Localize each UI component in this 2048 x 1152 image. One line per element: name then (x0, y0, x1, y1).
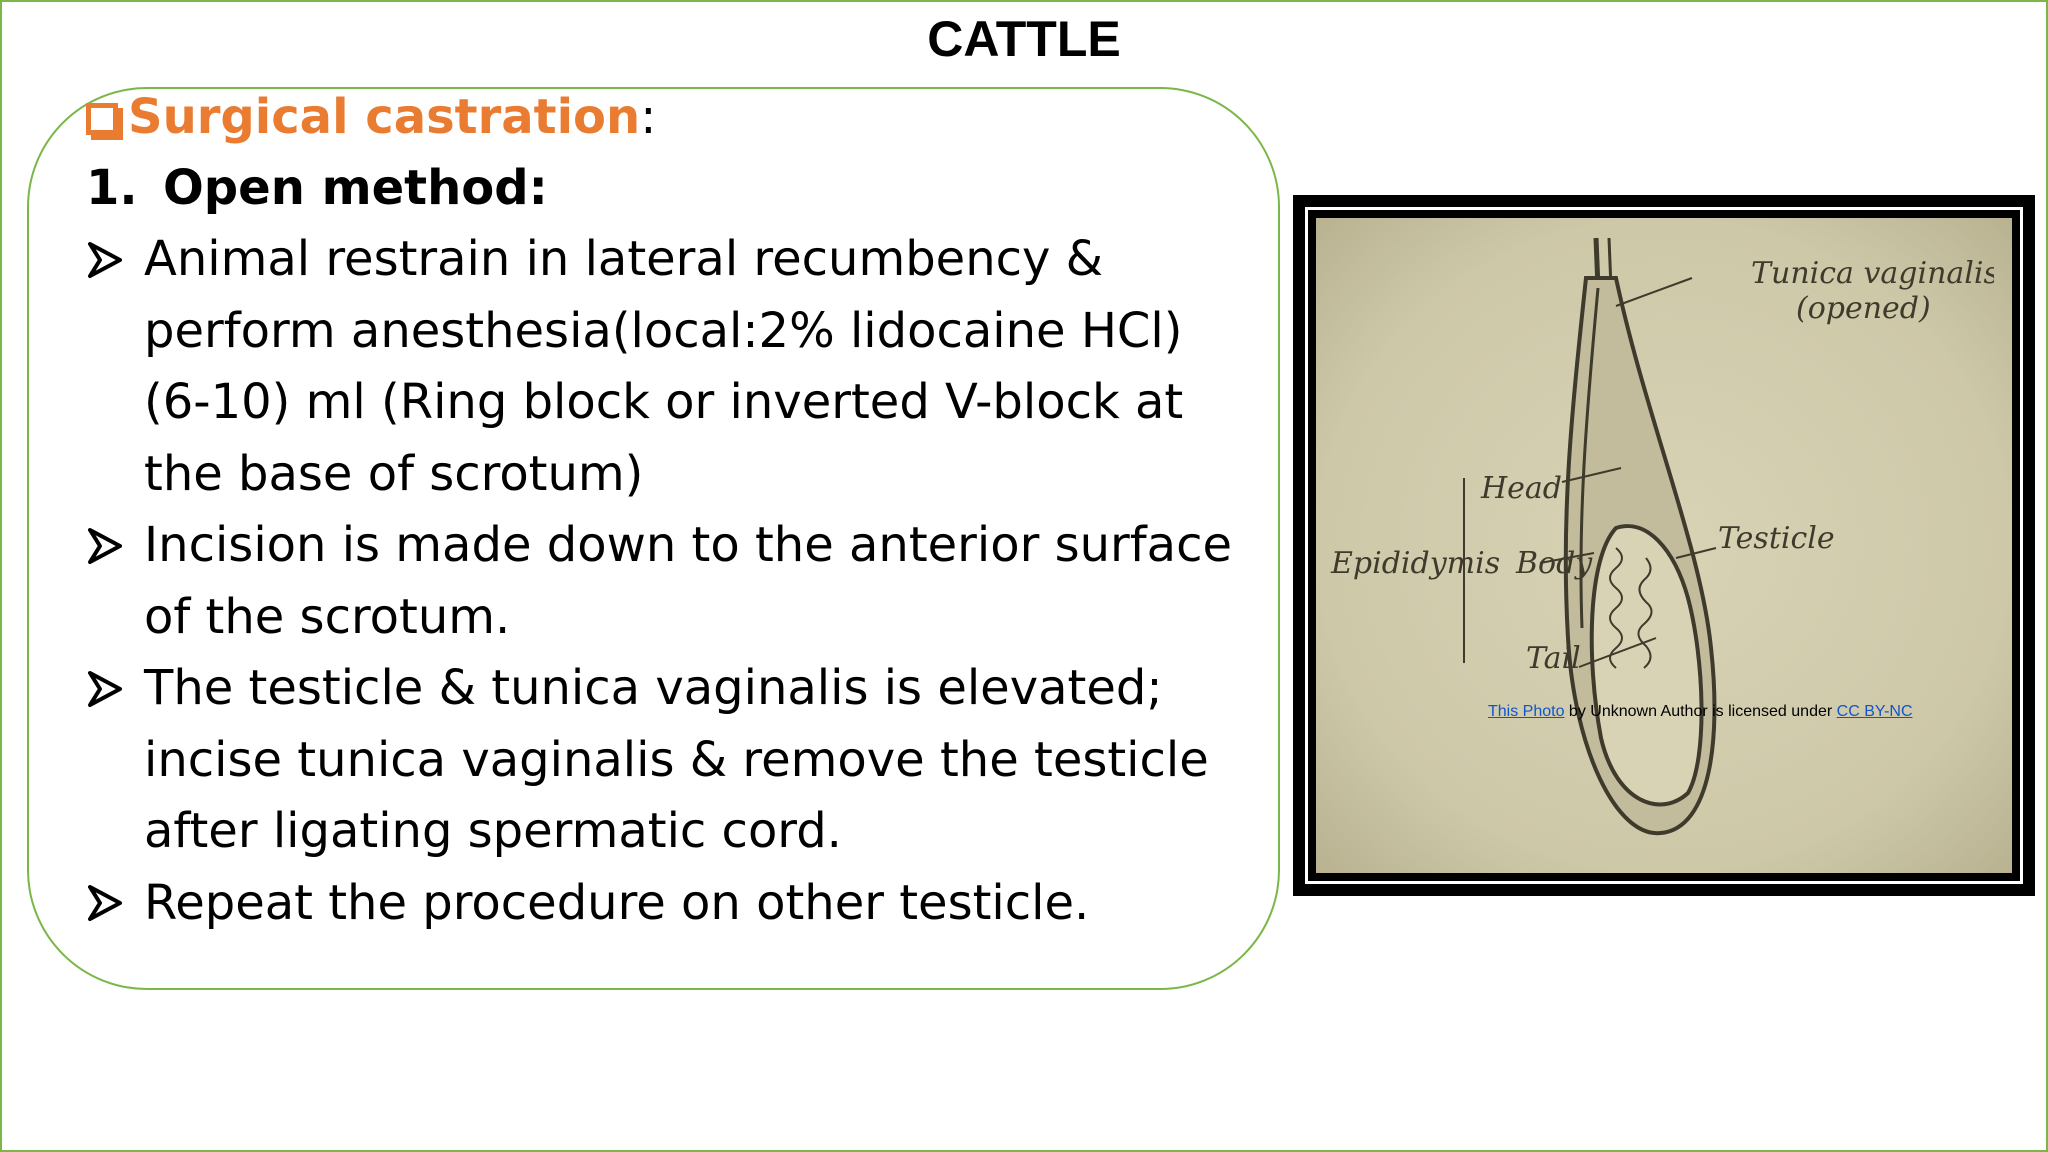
bullet-item: Animal restrain in lateral recumbency & … (86, 224, 1246, 510)
method-label: Open method: (163, 160, 548, 216)
leader-tail (1578, 637, 1657, 668)
arrow-bullet-icon (86, 868, 126, 939)
license-link[interactable]: CC BY-NC (1836, 703, 1913, 720)
label-epididymis: Epididymis (1330, 546, 1500, 581)
label-body: Body (1515, 546, 1593, 581)
testicle-diagram-frame: Tunica vaginalis (opened) Head Epididymi… (1293, 195, 2035, 896)
photo-inner-border: Tunica vaginalis (opened) Head Epididymi… (1305, 207, 2023, 884)
photo-link[interactable]: This Photo (1488, 703, 1565, 720)
label-tunica-opened: (opened) (1796, 291, 1931, 326)
arrow-bullet-icon (86, 653, 126, 724)
bullet-text: Incision is made down to the anterior su… (144, 517, 1232, 645)
bullet-item: The testicle & tunica vaginalis is eleva… (86, 653, 1246, 868)
label-tail: Tail (1526, 641, 1581, 676)
label-tunica-vaginalis: Tunica vaginalis (1751, 256, 1994, 291)
bullet-text: The testicle & tunica vaginalis is eleva… (144, 660, 1209, 859)
leader-body (1539, 552, 1595, 564)
bullet-item: Incision is made down to the anterior su… (86, 510, 1246, 653)
arrow-bullet-icon (86, 224, 126, 295)
epididymis-texture (1609, 547, 1623, 669)
content-box (27, 87, 1280, 990)
checkbox-icon (86, 103, 118, 135)
leader-testicle (1675, 547, 1717, 559)
section-heading-text: Surgical castration (128, 89, 641, 145)
bullet-item: Repeat the procedure on other testicle. (86, 868, 1246, 940)
label-testicle: Testicle (1718, 521, 1835, 556)
testicle-texture (1637, 557, 1653, 669)
testicle-diagram-image: Tunica vaginalis (opened) Head Epididymi… (1316, 218, 2012, 873)
cord-inner-line (1579, 287, 1600, 629)
section-heading: Surgical castration: (86, 82, 1246, 152)
leader-tunica (1615, 277, 1693, 307)
photo-attribution: This Photo by Unknown Author is licensed… (1488, 703, 1913, 721)
attribution-text: by Unknown Author is licensed under (1564, 703, 1837, 720)
slide-title: CATTLE (927, 11, 1121, 67)
leader-head (1561, 467, 1622, 483)
testicle-diagram-svg: Tunica vaginalis (opened) Head Epididymi… (1330, 237, 1994, 836)
arrow-bullet-icon (86, 510, 126, 581)
section-heading-colon: : (640, 89, 657, 145)
slide-body: Surgical castration: 1. Open method: Anim… (86, 82, 1246, 939)
label-head: Head (1480, 471, 1562, 506)
bullet-text: Animal restrain in lateral recumbency & … (144, 231, 1184, 502)
method-heading: 1. Open method: (86, 152, 1246, 224)
method-number: 1. (86, 160, 138, 216)
bullet-text: Repeat the procedure on other testicle. (144, 874, 1090, 931)
